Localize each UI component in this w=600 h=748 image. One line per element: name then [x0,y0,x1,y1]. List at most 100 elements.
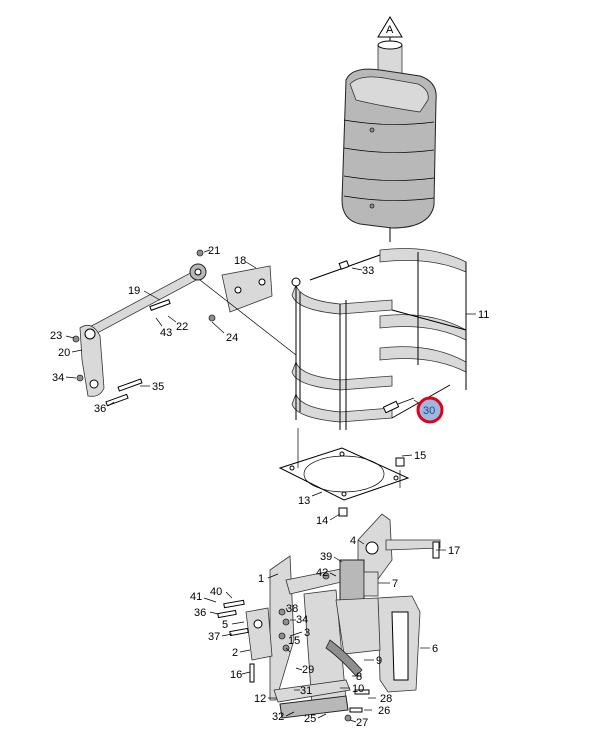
cage-band-front-mid [291,360,393,391]
leader-29 [295,667,303,671]
left-linkage [72,249,297,407]
gasket-hole [289,465,295,471]
bolt-40 [223,599,245,609]
leader-34 [65,376,77,379]
part-label-35[interactable]: 35 [152,381,164,393]
nut-27 [344,714,352,722]
part-label-36-lower[interactable]: 36 [194,607,206,619]
part-label-3[interactable]: 3 [304,627,310,639]
part-label-1[interactable]: 1 [258,573,264,585]
part-label-37[interactable]: 37 [208,631,220,643]
bolt-36 [105,393,129,407]
part-label-36[interactable]: 36 [94,403,106,415]
bottom-bar-12 [273,679,351,703]
muffler: A [341,16,437,242]
part-label-19[interactable]: 19 [128,285,140,297]
part-label-28[interactable]: 28 [380,693,392,705]
rod-end-hole [194,268,202,276]
block-39 [339,559,365,601]
highlighted-part-marker[interactable] [416,396,444,424]
nut-34 [76,374,84,382]
nut-15 [395,457,405,467]
bolt-36 [217,609,237,619]
leader-22 [167,315,177,323]
frame-upright [269,555,295,701]
part-label-30[interactable]: 30 [423,405,435,417]
muffler-bolt [369,203,375,209]
part-label-21[interactable]: 21 [208,245,220,257]
leader-23 [65,335,75,339]
part-label-11[interactable]: 11 [478,309,489,321]
part-label-38[interactable]: 38 [286,603,298,615]
bolt-26 [349,707,363,713]
part-label-32[interactable]: 32 [272,711,284,723]
view-marker: A [386,24,394,36]
part-label-22[interactable]: 22 [176,321,188,333]
part-label-14[interactable]: 14 [316,515,328,527]
center-plate [335,597,381,655]
part-label-15[interactable]: 15 [414,450,426,462]
bracket-hole [258,278,266,286]
part-label-8[interactable]: 8 [356,671,362,683]
part-label-7[interactable]: 7 [392,578,398,590]
part-label-24[interactable]: 24 [226,332,238,344]
part-label-18[interactable]: 18 [234,255,246,267]
block-7 [363,571,379,597]
bolt-28 [354,689,370,695]
nut-33 [278,632,286,640]
part-label-26[interactable]: 26 [378,705,390,717]
part-label-4[interactable]: 4 [350,535,356,547]
leader-39 [333,556,343,563]
assembly-line [199,279,297,356]
part-label-12[interactable]: 12 [254,693,266,705]
leader-37 [221,633,233,637]
bolt-43 [149,299,171,311]
leader-15 [401,454,413,457]
part-label-23[interactable]: 23 [50,330,62,342]
leader-5 [231,621,245,625]
part-label-42[interactable]: 42 [316,567,328,579]
leader-21 [203,249,211,253]
part-label-33[interactable]: 33 [362,265,374,277]
bolt-35 [117,378,143,392]
part-label-16[interactable]: 16 [230,669,242,681]
part-label-10[interactable]: 10 [352,683,364,695]
bracket-hole [234,286,242,294]
bolt-33 [338,260,350,270]
part-label-40[interactable]: 40 [210,586,222,598]
part-label-2[interactable]: 2 [232,647,238,659]
part-label-6[interactable]: 6 [432,643,438,655]
muffler-bolt [369,127,375,133]
part-label-43[interactable]: 43 [160,327,172,339]
part-label-39[interactable]: 39 [320,551,332,563]
part-label-29[interactable]: 29 [302,664,314,676]
outlet-pipe-opening [377,40,403,50]
part-label-15-lower[interactable]: 15 [288,635,300,647]
leader-32 [285,711,295,717]
muffler-top-face [349,76,429,113]
gasket-plate [278,428,410,517]
leader-33 [351,267,363,271]
part-label-25[interactable]: 25 [304,713,316,725]
part-label-34-lower[interactable]: 34 [296,614,308,626]
part-label-34[interactable]: 34 [52,372,64,384]
part-label-27[interactable]: 27 [356,717,368,729]
part-label-17[interactable]: 17 [448,545,460,557]
part-label-41[interactable]: 41 [190,591,202,603]
muffler-rib [343,119,435,125]
leader-40 [225,591,233,599]
part-label-9[interactable]: 9 [376,655,382,667]
muffler-rib [343,175,435,181]
part-label-20[interactable]: 20 [58,347,70,359]
bolt-37 [229,627,249,637]
part-label-5[interactable]: 5 [222,619,228,631]
leader-1 [267,573,279,579]
gasket-hole [393,475,399,481]
nut-34 [282,618,290,626]
part-label-31[interactable]: 31 [300,685,312,697]
part-label-13[interactable]: 13 [298,495,310,507]
part-labels: 33 11 30 21 18 19 22 43 24 23 20 34 35 3… [50,245,489,729]
gasket-hole [341,491,347,497]
